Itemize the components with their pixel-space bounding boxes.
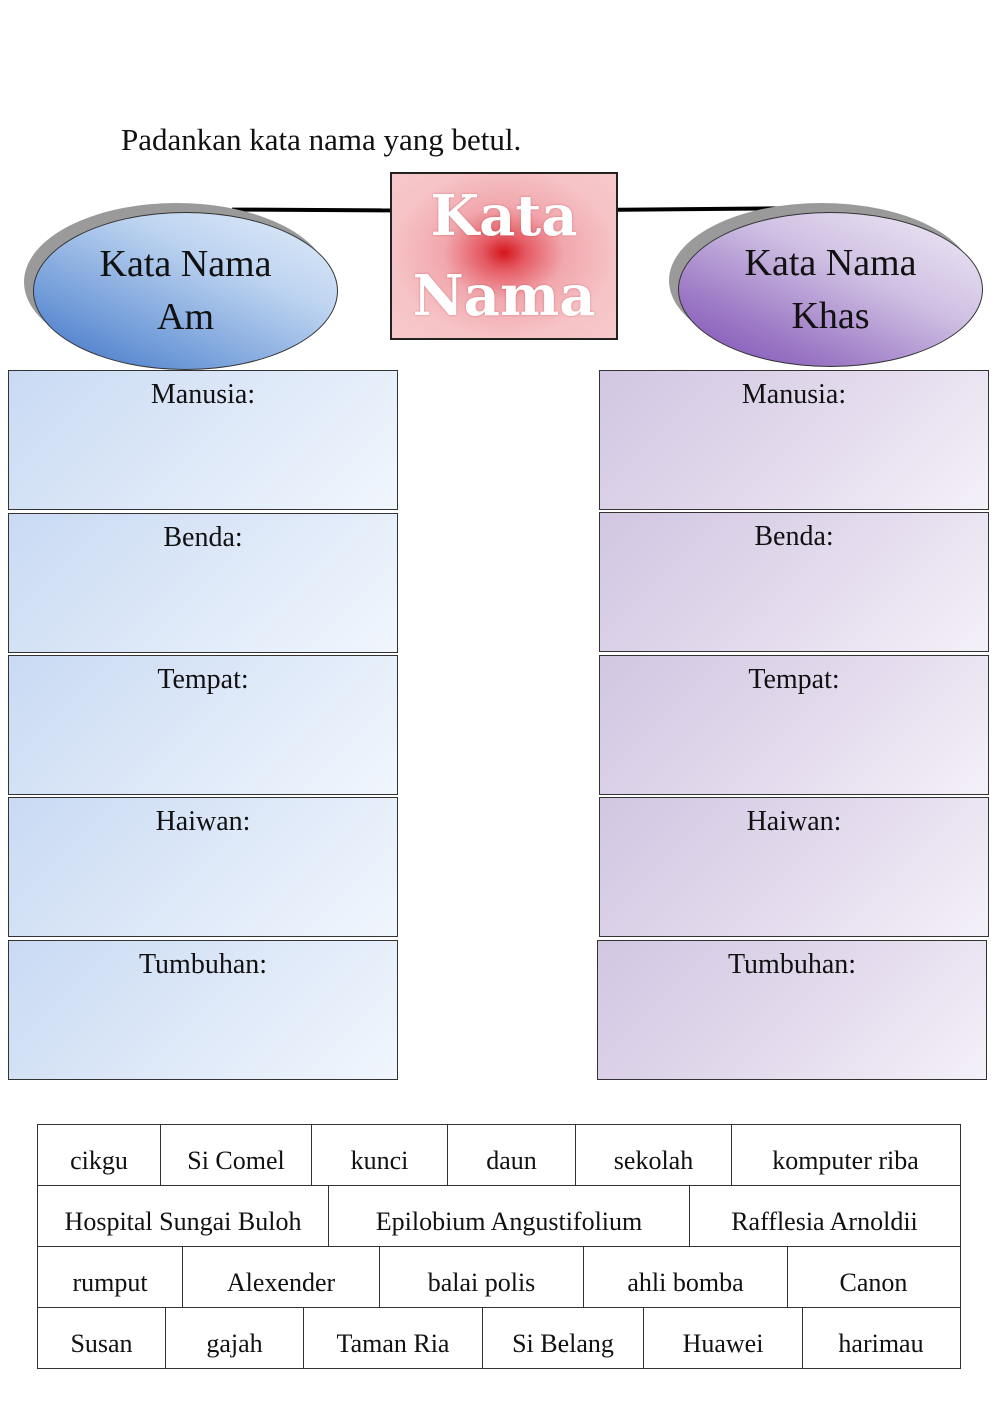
connector-line-left [231, 207, 399, 213]
ellipse-kata-nama-am: Kata Nama Am [33, 212, 338, 370]
word-bank-row: cikgu Si Comel kunci daun sekolah komput… [38, 1125, 960, 1186]
drop-box-khas-tumbuhan[interactable]: Tumbuhan: [597, 940, 987, 1080]
category-label: Tumbuhan: [727, 949, 857, 980]
ellipse-khas-line1: Kata Nama [744, 241, 917, 284]
category-label: Manusia: [150, 379, 256, 410]
word-tile-canon[interactable]: Canon [839, 1268, 908, 1297]
center-title-line1: Kata [430, 183, 578, 249]
drop-box-am-benda[interactable]: Benda: [8, 513, 398, 653]
word-tile-harimau[interactable]: harimau [838, 1329, 924, 1358]
center-title-line2: Nama [412, 263, 596, 329]
ellipse-am-line1: Kata Nama [99, 243, 272, 285]
ellipse-kata-nama-khas: Kata Nama Khas [678, 212, 983, 367]
drop-box-khas-haiwan[interactable]: Haiwan: [599, 797, 989, 937]
drop-box-am-haiwan[interactable]: Haiwan: [8, 797, 398, 937]
word-tile-rafflesia-arnoldii[interactable]: Rafflesia Arnoldii [731, 1207, 918, 1236]
word-tile-epilobium-angustifolium[interactable]: Epilobium Angustifolium [329, 1186, 690, 1246]
category-label: Tempat: [157, 664, 249, 695]
category-label: Haiwan: [155, 806, 251, 837]
word-tile-ahli-bomba[interactable]: ahli bomba [584, 1247, 788, 1307]
word-tile-si-belang[interactable]: Si Belang [483, 1308, 644, 1368]
category-label: Tempat: [748, 664, 840, 695]
drop-box-khas-benda[interactable]: Benda: [599, 512, 989, 652]
center-title-box: Kata Nama [390, 172, 618, 340]
word-bank-row: Susan gajah Taman Ria Si Belang Huawei h… [38, 1308, 960, 1369]
drop-box-am-tempat[interactable]: Tempat: [8, 655, 398, 795]
ellipse-am-line2: Am [157, 296, 214, 338]
word-tile-sekolah[interactable]: sekolah [576, 1125, 732, 1185]
category-label: Haiwan: [746, 806, 842, 837]
word-tile-susan[interactable]: Susan [38, 1308, 166, 1368]
instruction-text: Padankan kata nama yang betul. [121, 122, 522, 157]
word-tile-rumput[interactable]: rumput [38, 1247, 183, 1307]
word-tile-cikgu[interactable]: cikgu [38, 1125, 161, 1185]
word-tile-si-comel[interactable]: Si Comel [161, 1125, 312, 1185]
word-tile-komputer-riba[interactable]: komputer riba [772, 1146, 919, 1175]
word-tile-alexender[interactable]: Alexender [183, 1247, 380, 1307]
word-bank-row: rumput Alexender balai polis ahli bomba … [38, 1247, 960, 1308]
drop-box-am-manusia[interactable]: Manusia: [8, 370, 398, 510]
category-label: Manusia: [741, 379, 847, 410]
word-tile-kunci[interactable]: kunci [312, 1125, 448, 1185]
drop-box-khas-manusia[interactable]: Manusia: [599, 370, 989, 510]
word-bank: cikgu Si Comel kunci daun sekolah komput… [37, 1124, 961, 1369]
drop-box-am-tumbuhan[interactable]: Tumbuhan: [8, 940, 398, 1080]
drop-box-khas-tempat[interactable]: Tempat: [599, 655, 989, 795]
word-tile-balai-polis[interactable]: balai polis [380, 1247, 584, 1307]
ellipse-khas-line2: Khas [791, 294, 870, 337]
category-label: Benda: [754, 521, 834, 552]
word-tile-gajah[interactable]: gajah [166, 1308, 304, 1368]
category-label: Tumbuhan: [138, 949, 268, 980]
word-bank-row: Hospital Sungai Buloh Epilobium Angustif… [38, 1186, 960, 1247]
word-tile-taman-ria[interactable]: Taman Ria [304, 1308, 483, 1368]
word-tile-daun[interactable]: daun [448, 1125, 576, 1185]
word-tile-hospital-sungai-buloh[interactable]: Hospital Sungai Buloh [38, 1186, 329, 1246]
category-label: Benda: [163, 522, 243, 553]
word-tile-huawei[interactable]: Huawei [644, 1308, 803, 1368]
